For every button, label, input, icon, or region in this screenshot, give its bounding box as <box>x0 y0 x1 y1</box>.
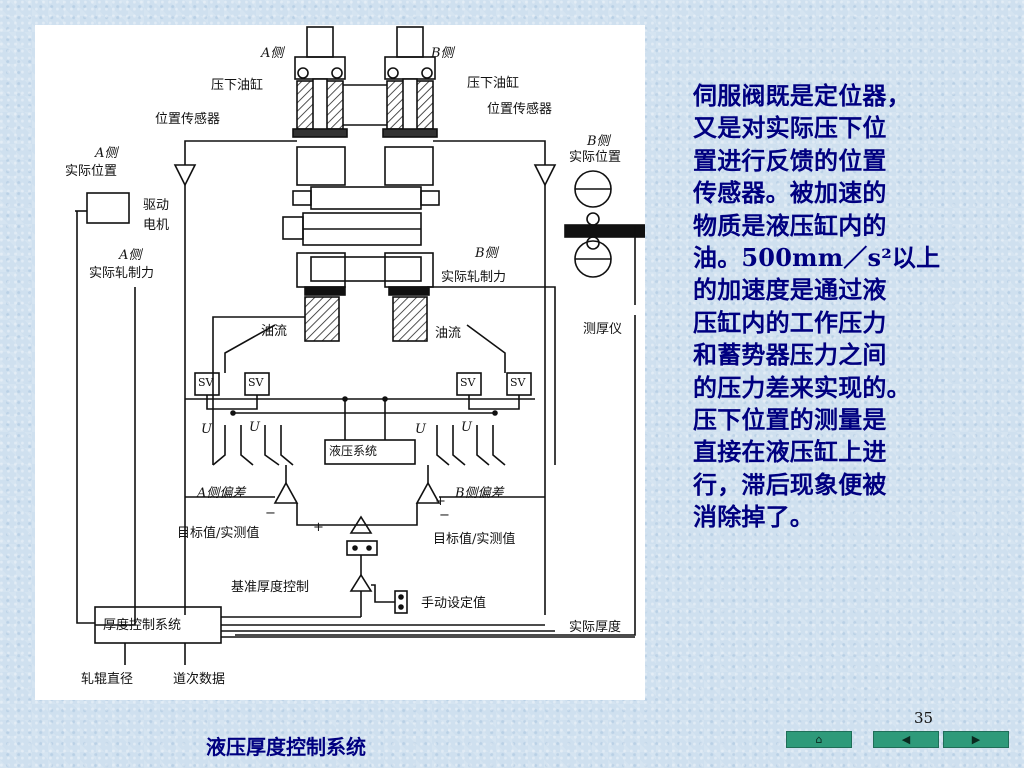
b-deviation-amplifier <box>415 481 441 504</box>
a-position-sensor-triangle <box>173 164 197 187</box>
label-a-side: A侧 <box>261 46 284 61</box>
label-u-3: U <box>415 422 426 437</box>
body-line: 消除掉了。 <box>693 502 814 532</box>
prev-slide-button[interactable]: ◀ <box>873 731 939 748</box>
label-b-roll-force-2: 实际轧制力 <box>441 270 507 285</box>
label-drive-motor-2: 电机 <box>143 218 170 233</box>
body-line: 置进行反馈的位置 <box>693 145 887 175</box>
triangle-right-icon: ▶ <box>971 733 981 746</box>
body-line: 压缸内的工作压力 <box>693 307 887 337</box>
label-b-deviation: B侧偏差 <box>455 486 504 501</box>
label-pass-data: 道次数据 <box>173 672 226 687</box>
label-b-cylinder: 压下油缸 <box>467 76 520 91</box>
label-a-position-sensor: 位置传感器 <box>155 112 221 127</box>
label-oil-flow-a: 油流 <box>261 324 288 339</box>
slide-caption: 液压厚度控制系统 <box>206 735 366 759</box>
label-u-1: U <box>201 422 212 437</box>
label-sv-1: SV <box>198 376 214 389</box>
body-line: 压下位置的测量是 <box>693 405 887 435</box>
label-minus-a: − <box>265 506 276 521</box>
body-line: 伺服阀既是定位器， <box>693 81 911 110</box>
b-position-sensor-triangle <box>533 164 557 187</box>
home-button[interactable]: ⌂ <box>786 731 852 748</box>
b-upper-chock <box>384 146 434 186</box>
a-deviation-amplifier <box>273 481 299 504</box>
next-slide-button[interactable]: ▶ <box>943 731 1009 748</box>
label-b-actual-position-2: 实际位置 <box>569 150 622 165</box>
label-a-roll-force-2: 实际轧制力 <box>89 266 155 281</box>
b-load-cell <box>392 296 428 342</box>
a-lower-chock <box>296 252 346 288</box>
label-sv-3: SV <box>460 376 476 389</box>
body-line: 直接在液压缸上进 <box>693 437 887 467</box>
body-line: 物质是液压缸内的 <box>693 210 887 240</box>
label-plus-a: + <box>313 520 324 535</box>
body-line: 传感器。被加速的 <box>693 178 887 208</box>
label-oil-flow-b: 油流 <box>435 326 462 341</box>
label-u-2: U <box>249 420 260 435</box>
body-line: 又是对实际压下位 <box>693 113 887 143</box>
center-dial-box <box>346 540 378 556</box>
label-b-side: B侧 <box>431 46 454 61</box>
label-b-actual-position-1: B侧 <box>587 134 610 149</box>
home-icon: ⌂ <box>815 733 823 746</box>
label-roll-diameter: 轧辊直径 <box>81 672 134 687</box>
label-u-4: U <box>461 420 472 435</box>
page-number: 35 <box>914 709 934 727</box>
label-b-roll-force-1: B侧 <box>475 246 498 261</box>
strip <box>564 224 645 238</box>
label-target-actual-a: 目标值/实测值 <box>177 526 260 541</box>
label-drive-motor-1: 驱动 <box>143 198 170 213</box>
triangle-left-icon: ◀ <box>901 733 911 746</box>
upper-backup-roll <box>310 186 422 210</box>
label-minus-b: − <box>439 508 450 523</box>
hydraulic-system-box <box>324 439 416 465</box>
label-actual-thickness: 实际厚度 <box>569 620 622 635</box>
body-line: 的压力差来实现的。 <box>693 372 911 402</box>
label-a-actual-position-1: A侧 <box>95 146 118 161</box>
body-line: 油。500mm／s²以上 <box>693 243 941 273</box>
label-thickness-gauge: 测厚仪 <box>583 322 623 337</box>
diagram-drawing <box>75 26 645 665</box>
label-manual-setting: 手动设定值 <box>421 596 487 611</box>
label-sv-2: SV <box>248 376 264 389</box>
ref-thickness-amplifier <box>349 573 373 592</box>
label-sv-4: SV <box>510 376 526 389</box>
label-plus-b: + <box>435 494 446 509</box>
label-target-actual-b: 目标值/实测值 <box>433 532 516 547</box>
body-line: 和蓄势器压力之间 <box>693 340 887 370</box>
label-a-roll-force-1: A侧 <box>119 248 142 263</box>
drive-motor-box <box>86 192 130 224</box>
lower-backup-roll <box>310 256 422 282</box>
a-load-cell <box>304 296 340 342</box>
hydraulic-agc-diagram: A侧 B侧 压下油缸 压下油缸 位置传感器 位置传感器 A侧 实际位置 B侧 实… <box>35 25 645 700</box>
body-line: 行，滞后现象便被 <box>693 469 887 499</box>
a-upper-chock <box>296 146 346 186</box>
center-summing-amplifier <box>349 515 373 534</box>
a-screw-top <box>306 26 334 58</box>
label-a-cylinder: 压下油缸 <box>211 78 264 93</box>
body-line: 的加速度是通过液 <box>693 275 887 305</box>
label-a-actual-position-2: 实际位置 <box>65 164 118 179</box>
label-ref-thickness-control: 基准厚度控制 <box>231 580 310 595</box>
label-hydraulic-system: 液压系统 <box>329 444 378 458</box>
label-b-position-sensor: 位置传感器 <box>487 102 553 117</box>
label-a-deviation: A侧偏差 <box>197 486 246 501</box>
b-lower-chock <box>384 252 434 288</box>
b-screw-top <box>396 26 424 58</box>
slide-body-text: 伺服阀既是定位器， 又是对实际压下位 置进行反馈的位置 传感器。被加速的 物质是… <box>693 80 983 534</box>
label-thickness-control-system: 厚度控制系统 <box>103 618 182 633</box>
